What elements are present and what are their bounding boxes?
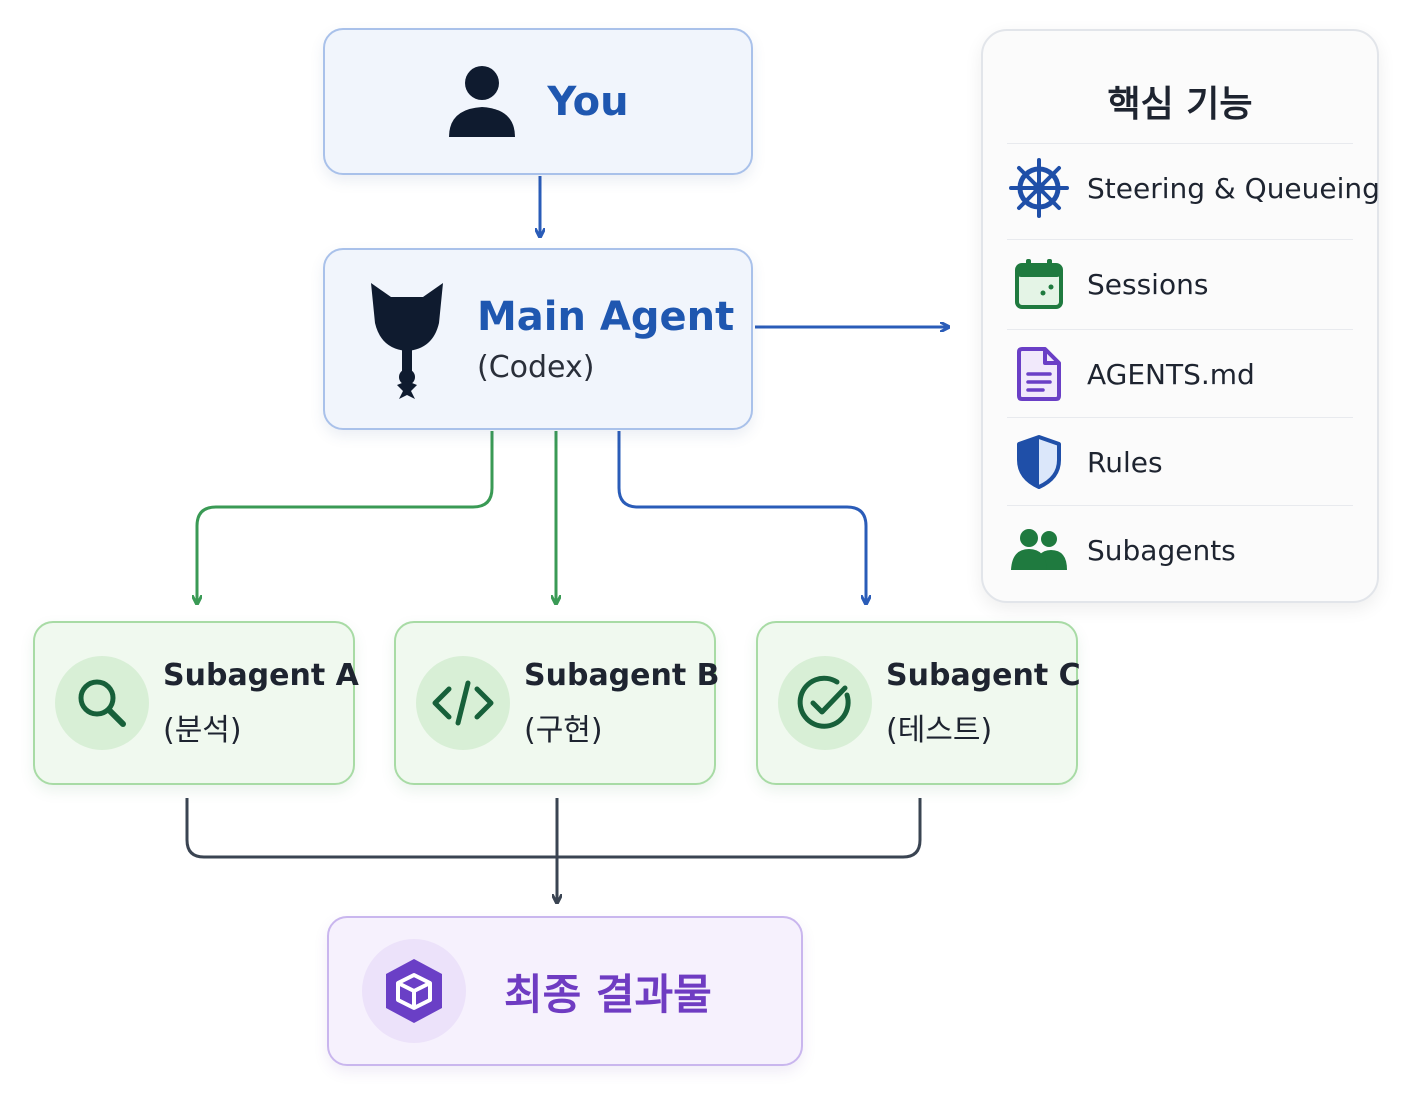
- final-result-label: 최종 결과물: [504, 969, 712, 1019]
- subagent-b-role: (구현): [524, 712, 603, 748]
- subagent-b-node: Subagent B (구현): [394, 621, 720, 785]
- ship-wheel-icon: [1007, 156, 1071, 220]
- you-node: You: [323, 28, 753, 175]
- feature-label: Subagents: [1087, 533, 1236, 567]
- calendar-icon: [1007, 252, 1071, 316]
- subagent-c-role: (테스트): [886, 712, 993, 748]
- feature-item-rules: Rules: [1007, 417, 1353, 506]
- search-icon: [78, 679, 126, 727]
- people-icon: [1007, 518, 1071, 582]
- cube-icon: [386, 959, 442, 1023]
- final-result-node: 최종 결과물: [327, 916, 803, 1066]
- feature-label: Sessions: [1087, 267, 1209, 301]
- final-icon-badge: [362, 939, 466, 1043]
- you-label: You: [547, 78, 629, 125]
- subagent-c-title: Subagent C: [886, 657, 1081, 693]
- cat-mascot-icon: [371, 282, 443, 399]
- subagent-b-title: Subagent B: [524, 657, 720, 693]
- panel-title: 핵심 기능: [1107, 84, 1253, 125]
- document-icon: [1007, 342, 1071, 406]
- code-icon: [432, 680, 494, 726]
- subagent-b-icon-badge: [416, 656, 510, 750]
- subagent-a-node: Subagent A (분석): [33, 621, 359, 785]
- main-agent-title: Main Agent: [477, 293, 735, 340]
- feature-label: AGENTS.md: [1087, 357, 1255, 391]
- feature-item-subagents: Subagents: [1007, 505, 1353, 594]
- check-circle-icon: [797, 675, 851, 729]
- feature-label: Rules: [1087, 445, 1163, 479]
- main-agent-node: Main Agent (Codex): [323, 248, 753, 430]
- user-icon: [449, 65, 516, 137]
- main-agent-subtitle: (Codex): [477, 349, 595, 385]
- arrow-main-to-subagent-c: [617, 431, 866, 603]
- feature-item-agents-md: AGENTS.md: [1007, 329, 1353, 418]
- subagent-c-node: Subagent C (테스트): [756, 621, 1081, 785]
- subagent-a-role: (분석): [163, 712, 242, 748]
- feature-label: Steering & Queueing: [1087, 171, 1380, 205]
- subagent-a-title: Subagent A: [163, 657, 359, 693]
- subagent-a-icon-badge: [55, 656, 149, 750]
- merge-line-subagents: [185, 798, 922, 859]
- core-features-panel: 핵심 기능 Steering & Queueing: [981, 29, 1380, 603]
- feature-item-steering: Steering & Queueing: [1007, 143, 1380, 232]
- arrow-main-to-subagent-a: [197, 431, 494, 603]
- subagent-c-icon-badge: [778, 656, 872, 750]
- shield-icon: [1007, 430, 1071, 494]
- feature-item-sessions: Sessions: [1007, 239, 1353, 328]
